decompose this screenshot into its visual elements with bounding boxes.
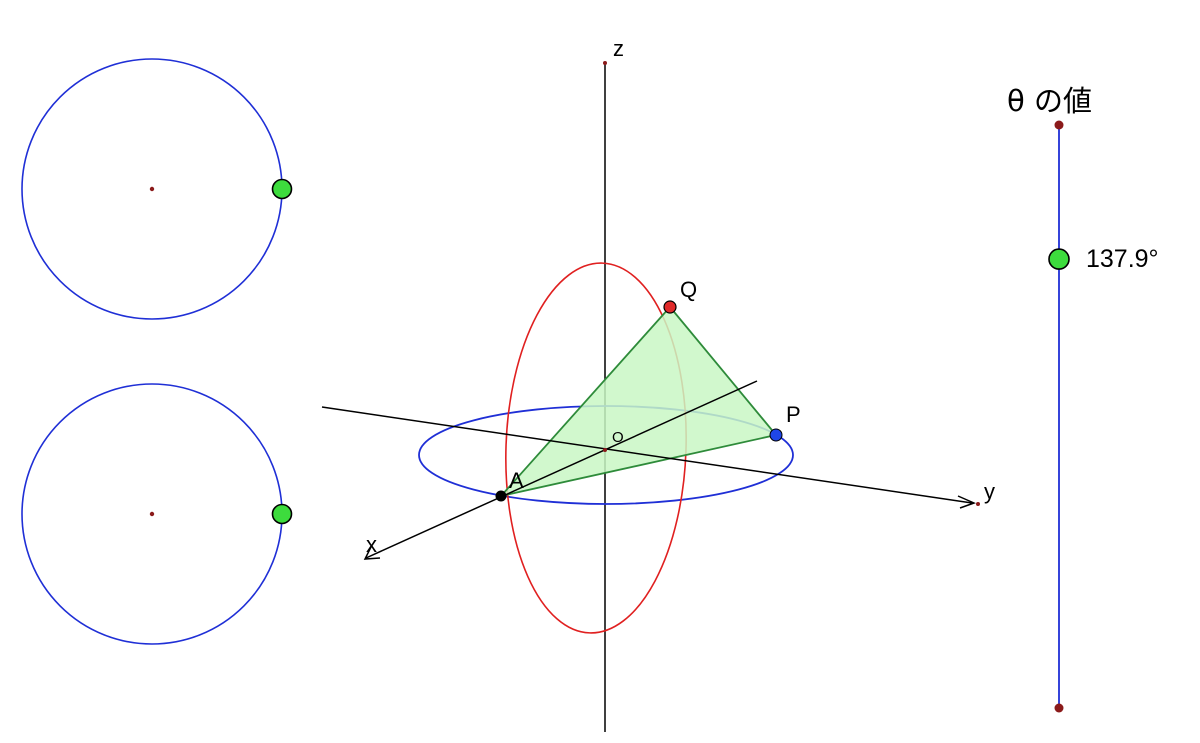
y-axis-label: y: [984, 479, 995, 504]
triangle-AQP: [500, 306, 777, 497]
x-axis-label: x: [366, 532, 377, 557]
point-P-label: P: [786, 402, 801, 427]
z-axis-end-dot: [603, 61, 607, 65]
control-circle-top-handle[interactable]: [271, 178, 293, 200]
origin-label: O: [612, 429, 624, 446]
control-circle-bottom-handle[interactable]: [271, 503, 293, 525]
slider-title: θ の値: [1007, 84, 1092, 118]
origin-dot: [603, 448, 607, 452]
point-Q[interactable]: [663, 300, 677, 314]
point-Q-label: Q: [680, 277, 697, 302]
control-circle-bottom-center: [149, 511, 155, 517]
theta-slider-value: 137.9°: [1086, 245, 1159, 273]
point-A[interactable]: [495, 490, 507, 502]
y-axis-end-dot: [976, 502, 980, 506]
control-circle-bottom: [21, 383, 293, 645]
x-axis: [365, 380, 758, 559]
point-A-label: A: [509, 468, 524, 493]
control-circle-top-center: [149, 186, 155, 192]
y-axis: [321, 406, 973, 504]
y-axis-arrowhead: [957, 495, 977, 509]
theta-slider-handle[interactable]: [1048, 248, 1070, 270]
theta-slider-bottom-endpoint: [1054, 703, 1064, 713]
x-axis-arrowhead: [363, 544, 381, 560]
z-axis-label: z: [613, 36, 624, 61]
point-P[interactable]: [769, 428, 783, 442]
control-circle-top: [21, 58, 293, 320]
theta-slider-top-endpoint: [1054, 120, 1064, 130]
